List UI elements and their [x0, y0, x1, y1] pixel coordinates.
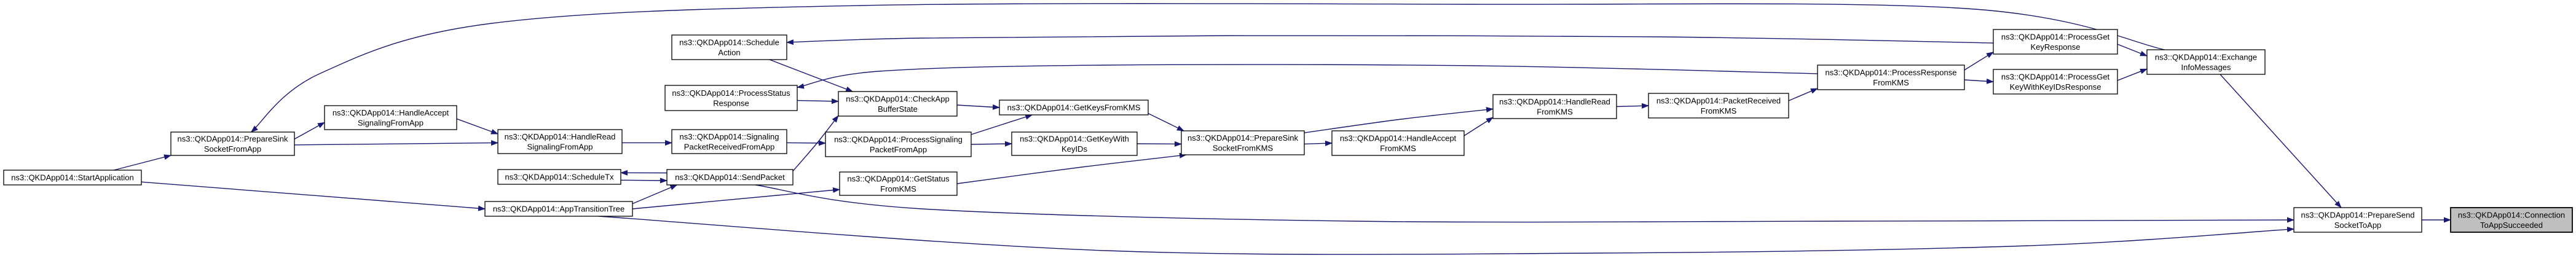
edge-prepSinkKMS-hrKMS [1304, 109, 1493, 133]
edge-haSigApp-hrSigApp [457, 119, 498, 134]
edge-pgkResp-exchInfo [2117, 44, 2147, 56]
edge-pgkwkidResp-exchInfo [2117, 69, 2147, 80]
edge-procRespKMS-pgkwkidResp [1964, 80, 1993, 82]
edge-hrKMS-pktRecvKMS [1617, 106, 1648, 107]
node-start[interactable]: ns3::QKDApp014::StartApplication [4, 170, 141, 185]
node-getKeysKMS[interactable]: ns3::QKDApp014::GetKeysFromKMS [999, 100, 1148, 115]
edge-prepSinkKMS-haKMS [1304, 143, 1332, 144]
node-label-start: ns3::QKDApp014::StartApplication [11, 173, 133, 182]
edge-getKeysKMS-prepSinkKMS [1148, 114, 1184, 131]
edge-procRespKMS-procStatusResp [797, 64, 1818, 87]
node-label-appTree: ns3::QKDApp014::AppTransitionTree [493, 205, 624, 214]
edge-prepSinkApp-haSigApp [294, 122, 325, 139]
edge-appTree-getStatusKMS [632, 190, 840, 209]
edge-exchInfo-prepSendApp [2220, 74, 2341, 208]
edge-procRespKMS-pgkResp [1964, 52, 1993, 70]
node-appTree[interactable]: ns3::QKDApp014::AppTransitionTree [485, 201, 632, 216]
edge-start-prepSinkApp [114, 155, 171, 170]
edge-schedTx-sendPacket [621, 180, 667, 181]
node-label-schedTx: ns3::QKDApp014::ScheduleTx [505, 173, 614, 182]
edge-appTree-sendPacket [632, 185, 677, 204]
edge-pktRecvKMS-procRespKMS [1789, 88, 1818, 101]
nodes-layer: ns3::QKDApp014::StartApplicationns3::QKD… [4, 29, 2572, 232]
edge-prepSinkApp-hrSigApp [294, 143, 498, 144]
node-label-sendPacket: ns3::QKDApp014::SendPacket [675, 173, 785, 182]
edge-start-appTree [141, 182, 485, 209]
edge-checkAppBuf-getKeysKMS [957, 105, 999, 108]
edge-sendPacket-prepSendApp [755, 185, 2294, 222]
node-label-getKeysKMS: ns3::QKDApp014::GetKeysFromKMS [1007, 103, 1141, 112]
node-sendPacket[interactable]: ns3::QKDApp014::SendPacket [667, 170, 793, 185]
edge-getStatusKMS-prepSinkKMS [957, 155, 1186, 184]
edge-haKMS-hrKMS [1464, 117, 1493, 136]
node-schedTx[interactable]: ns3::QKDApp014::ScheduleTx [498, 170, 621, 184]
edge-procSigPktApp-getKeysKMS [971, 115, 1032, 135]
edge-pgkResp-schedAction [787, 36, 1993, 43]
